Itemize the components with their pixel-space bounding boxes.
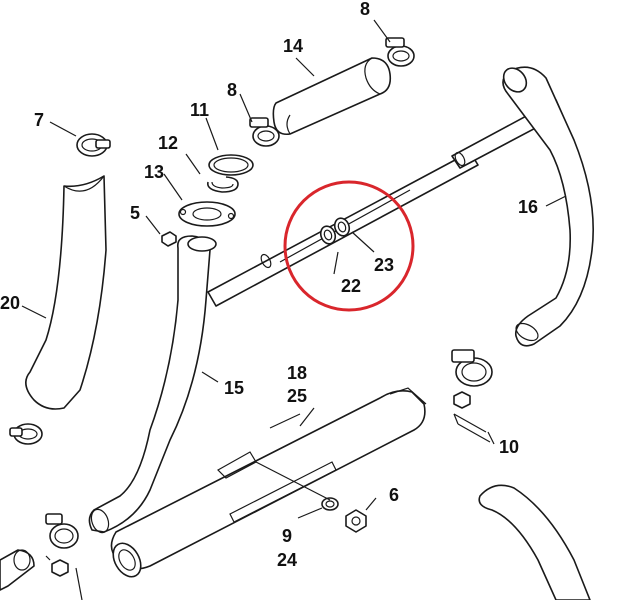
part-18-muffler[interactable]	[108, 387, 427, 582]
label-part-6: 6	[389, 485, 399, 505]
label-part-11: 11	[190, 100, 209, 120]
part-8-clamp-mid[interactable]	[249, 117, 280, 147]
label-part-7: 7	[34, 110, 44, 130]
part-5-nut[interactable]	[161, 231, 177, 247]
part-22-washer[interactable]	[318, 224, 337, 246]
label-part-9: 9	[282, 526, 292, 546]
label-part-25: 25	[287, 386, 307, 406]
part-15-front-pipe[interactable]	[88, 235, 217, 535]
label-part-12: 12	[158, 133, 178, 153]
highlight-circle	[283, 180, 415, 312]
part-12-retaining-ring[interactable]	[206, 176, 239, 193]
label-part-18: 18	[287, 363, 307, 383]
label-part-23: 23	[374, 255, 394, 275]
label-part-13: 13	[144, 162, 164, 182]
clamp-lower-left	[9, 423, 43, 445]
label-part-14: 14	[283, 36, 303, 56]
label-part-8-mid: 8	[227, 80, 237, 100]
label-part-8-top: 8	[360, 0, 370, 19]
label-part-24: 24	[277, 550, 297, 570]
label-part-20: 20	[0, 293, 20, 313]
label-part-10: 10	[499, 437, 519, 457]
pipe-fragment-bottom-right	[478, 484, 591, 600]
leader-lines	[21, 19, 567, 519]
part-11-gasket[interactable]	[208, 154, 254, 176]
part-10-clamp-assembly[interactable]	[451, 349, 493, 443]
pipe-fragment-bottom-left	[0, 549, 35, 591]
part-14-heat-shield[interactable]	[272, 57, 392, 136]
part-23-washer[interactable]	[332, 216, 351, 238]
clamp-lower-left-bottom	[45, 513, 83, 600]
part-16-rear-pipe[interactable]	[499, 64, 594, 347]
label-part-5: 5	[130, 203, 140, 223]
label-part-16: 16	[518, 197, 538, 217]
part-8-clamp-top[interactable]	[385, 37, 415, 67]
label-part-22: 22	[341, 276, 361, 296]
part-9-washer[interactable]	[321, 497, 339, 511]
part-7-clamp[interactable]	[76, 133, 111, 157]
part-20-pipe[interactable]	[25, 175, 107, 410]
label-part-15: 15	[224, 378, 244, 398]
part-13-flange[interactable]	[178, 201, 236, 227]
part-6-nut[interactable]	[345, 509, 367, 533]
